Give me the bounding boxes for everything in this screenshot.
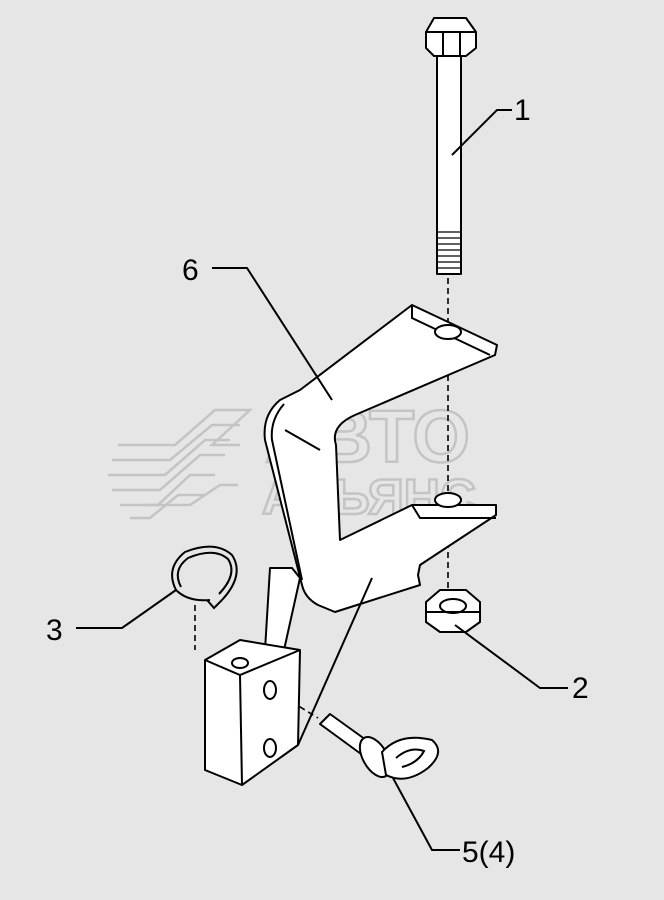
- c-bracket: [263, 304, 498, 746]
- pin-ring: [381, 736, 439, 780]
- ring-outer: [171, 545, 238, 602]
- bracket-top-edge: [411, 305, 491, 356]
- bracket-fold-line: [284, 429, 321, 451]
- holder-block: [204, 567, 301, 786]
- callout-3: 3: [46, 614, 63, 647]
- ring-inner: [176, 551, 233, 595]
- callout-6: 6: [182, 254, 199, 287]
- holder-side-hole-lower: [263, 738, 277, 758]
- hex-nut: [425, 589, 481, 633]
- pin-ring-inner: [395, 748, 426, 768]
- bracket-body: [263, 304, 498, 613]
- ring-gap: [206, 599, 223, 610]
- spring-ring: [171, 545, 238, 610]
- leader-3: [76, 589, 177, 629]
- bracket-inner-edge: [270, 403, 303, 581]
- bolt-shank: [436, 55, 462, 275]
- leader-6: [212, 267, 333, 401]
- leader-1: [451, 109, 512, 156]
- locking-pin: [319, 713, 439, 780]
- watermark-logo-icon: [108, 408, 254, 520]
- bracket-top-hole: [434, 324, 462, 340]
- holder-top-hole: [231, 657, 249, 669]
- bracket-support-line: [297, 577, 373, 746]
- holder-latch: [264, 567, 301, 651]
- bolt-head: [425, 17, 477, 57]
- bracket-bottom-edge: [411, 504, 496, 519]
- callout-2: 2: [572, 672, 589, 705]
- callout-5: 5(4): [462, 836, 515, 869]
- hex-bolt: [425, 17, 477, 275]
- holder-side-hole-upper: [263, 680, 277, 700]
- holder-front-edge: [239, 674, 243, 786]
- leader-lines: [76, 109, 568, 851]
- leader-2: [454, 624, 568, 689]
- bolt-thread: [437, 231, 461, 269]
- bracket-bottom-hole: [434, 492, 462, 508]
- leader-5: [392, 777, 460, 851]
- callout-1: 1: [514, 94, 531, 127]
- nut-hole: [439, 598, 467, 614]
